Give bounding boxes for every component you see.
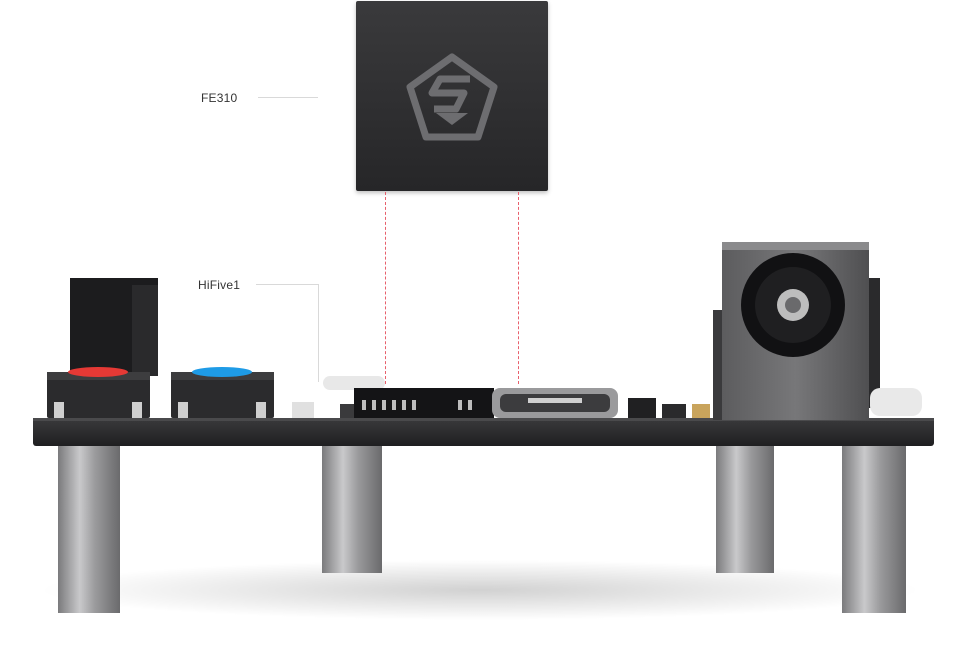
micro-usb-port [492, 388, 618, 418]
chip-projection-right [518, 192, 519, 384]
standoff-leg [716, 445, 774, 573]
wake-button-blue [171, 367, 274, 418]
standoff-leg [842, 445, 906, 613]
standoff-leg [322, 445, 382, 573]
reset-button-red [47, 367, 150, 418]
board-callout-line [256, 284, 318, 285]
chip-projection-left [385, 192, 386, 384]
sifive-logo-icon [406, 53, 498, 141]
floor-shadow [40, 560, 920, 620]
power-jack [713, 242, 880, 420]
board-callout-label: HiFive1 [198, 278, 241, 292]
chip-callout-line [258, 97, 318, 98]
fe310-chip [356, 1, 548, 191]
pcb-board [33, 418, 934, 446]
chip-callout-label: FE310 [201, 91, 238, 105]
standoff-leg [58, 445, 120, 613]
board-callout-drop [318, 284, 319, 382]
